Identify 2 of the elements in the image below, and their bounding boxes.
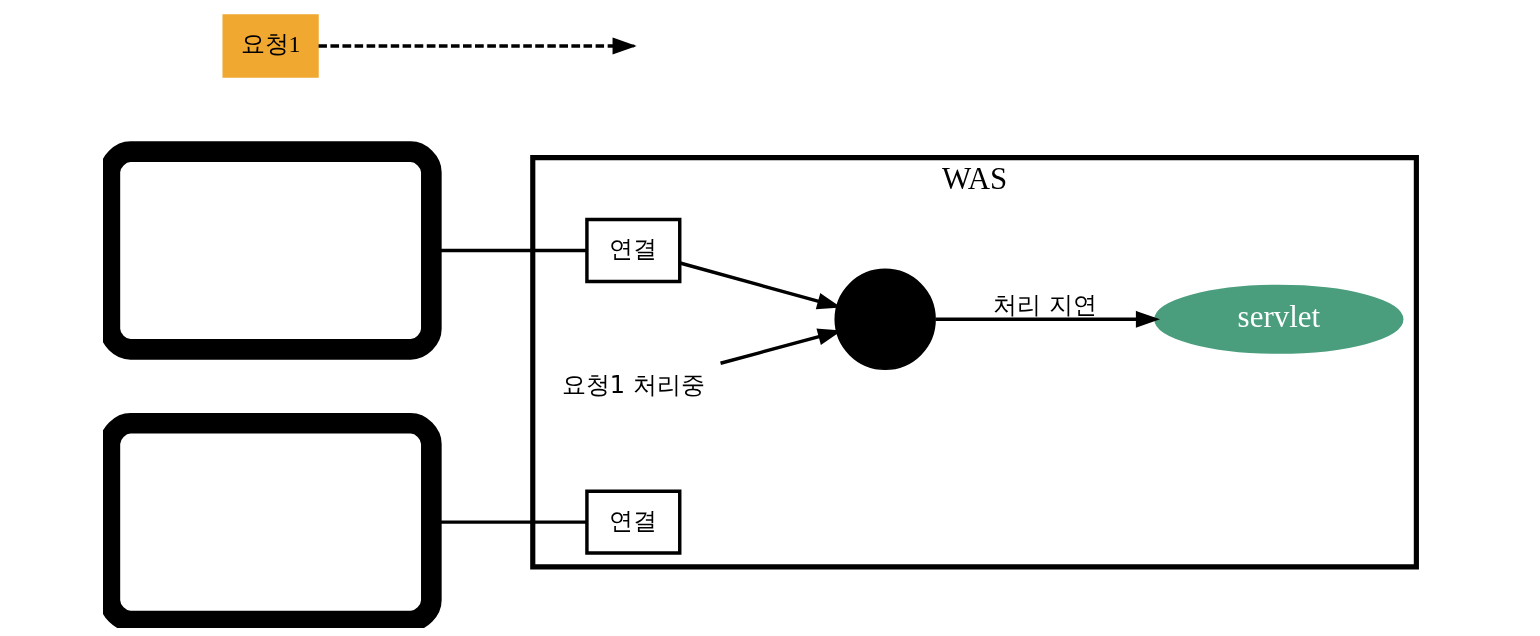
edge-label: 처리 지연 <box>993 290 1097 319</box>
node-text: 요청1 처리중 <box>561 370 705 399</box>
